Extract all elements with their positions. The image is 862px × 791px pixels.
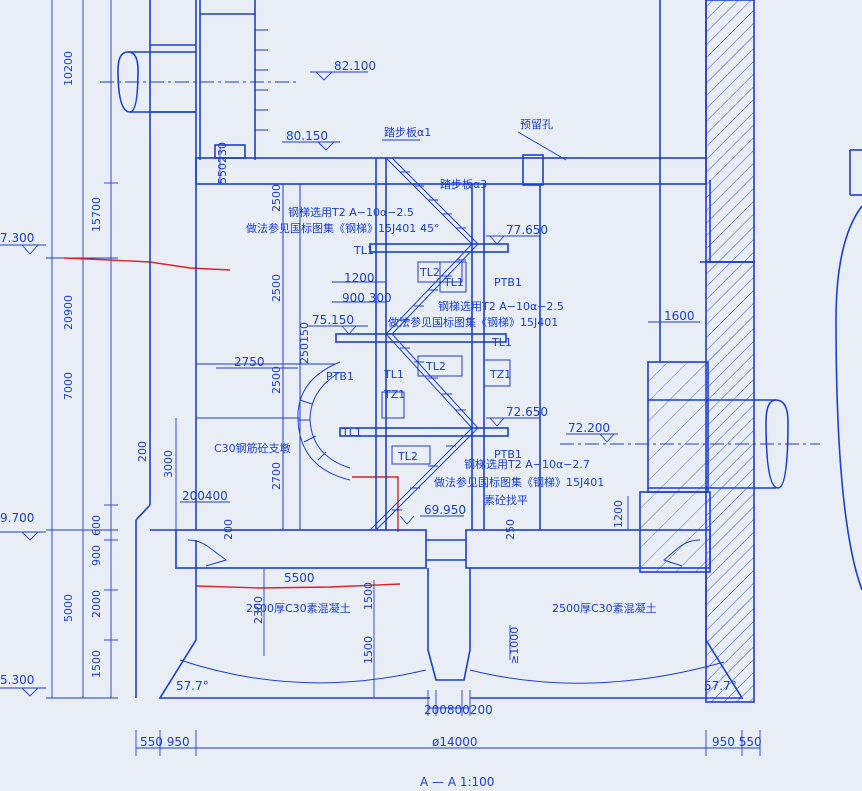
angle-45: 45°	[420, 222, 440, 235]
elev-72-200: 72.200	[568, 421, 610, 435]
dim-550-950-left: 550 950	[140, 735, 190, 749]
dim-phi14000: ø14000	[432, 735, 478, 749]
label-tl1-d: TL1	[383, 368, 404, 381]
note-ladder-3a: 钢梯选用T2 A−10α−2.7	[464, 458, 590, 471]
base-slab	[150, 529, 711, 569]
note-ladder-1a: 钢梯选用T2 A−10α−2.5	[288, 206, 414, 219]
label-c30-left: 2500厚C30素混凝土	[246, 601, 351, 615]
dim-200-800-200: 200800200	[424, 703, 493, 717]
label-tl1-e: TL1	[341, 426, 362, 439]
label-reserved-hole: 预留孔	[520, 118, 553, 131]
dim-15700: 15700	[90, 197, 103, 232]
dim-ge1000: ≥1000	[508, 627, 521, 664]
dim-1200-top: 1200	[344, 271, 375, 285]
right-hatched-wall	[639, 0, 755, 703]
angle-left: 57.7°	[176, 679, 209, 693]
left-dimension-chains	[0, 0, 118, 699]
level-label-left-mid: 9.700	[0, 511, 34, 525]
label-c30-pier: C30钢筋砼支墩	[214, 441, 291, 455]
label-step-plate-a1: 踏步板α1	[384, 125, 431, 139]
note-ladder-2a: 钢梯选用T2 A−10α−2.5	[438, 300, 564, 313]
label-ptb1-c: PTB1	[494, 448, 522, 461]
elev-72-650: 72.650	[506, 405, 548, 419]
level-label-left-bottom: 5.300	[0, 673, 34, 687]
leader-reserved-hole	[517, 131, 567, 161]
red-markup-3	[352, 476, 399, 532]
label-ptb1-b: PTB1	[326, 370, 354, 383]
dim-20900: 20900	[62, 295, 75, 330]
dim-250-150: 250150	[298, 322, 311, 364]
note-ladder-3b: 做法参见国标图集《钢梯》15J401	[434, 475, 604, 489]
dim-2750: 2750	[234, 355, 265, 369]
dim-1500-low: 1500	[362, 636, 375, 664]
label-ptb1-a: PTB1	[494, 276, 522, 289]
dim-200-left: 200	[136, 441, 149, 462]
dim-5500: 5500	[284, 571, 315, 585]
red-markup-2	[195, 583, 401, 589]
dim-200-slab: 200	[222, 519, 235, 540]
section-title: A — A 1:100	[420, 775, 494, 786]
dim-900: 900	[90, 545, 103, 566]
angle-right: 57.7°	[704, 679, 737, 693]
note-plain-concrete-level: 素砼找平	[484, 493, 528, 507]
dim-950-550-right: 950 550	[712, 735, 762, 749]
elev-80-150: 80.150	[286, 129, 328, 143]
dim-5000: 5000	[62, 594, 75, 622]
stair-shaft	[297, 157, 541, 531]
dim-3000: 3000	[162, 450, 175, 478]
dim-1500-mid: 1500	[362, 582, 375, 610]
level-label-left-top: 7.300	[0, 231, 34, 245]
dim-550-230: 550230	[216, 142, 229, 184]
dim-2000: 2000	[90, 590, 103, 618]
label-tz1-a: TZ1	[489, 368, 511, 381]
dim-1500-left: 1500	[90, 650, 103, 678]
dim-1600: 1600	[664, 309, 695, 323]
foundation	[158, 568, 744, 699]
dim-1200: 1200	[612, 500, 625, 528]
label-tl1-c: TL1	[491, 336, 512, 349]
note-ladder-1b: 做法参见国标图集《钢梯》15J401	[246, 221, 416, 235]
label-tl2-c: TL2	[397, 450, 418, 463]
label-c30-right: 2500厚C30素混凝土	[552, 601, 657, 615]
dim-200-400: 200400	[182, 489, 228, 503]
dim-2300: 2300	[252, 596, 265, 624]
dim-250-slab: 250	[504, 519, 517, 540]
dim-600: 600	[90, 515, 103, 536]
dim-900-300: 900 300	[342, 291, 392, 305]
label-tz1-b: TZ1	[383, 388, 405, 401]
dim-2500-b: 2500	[270, 274, 283, 302]
interior-dimensions	[175, 148, 700, 698]
elev-75-150: 75.150	[312, 313, 354, 327]
label-step-plate-a3: 踏步板α3	[440, 177, 487, 191]
far-right-edge	[835, 149, 862, 591]
dim-2500-c: 2500	[270, 366, 283, 394]
dim-2500-a: 2500	[270, 184, 283, 212]
note-ladder-2b: 做法参见国标图集《钢梯》15J401	[388, 315, 558, 329]
elev-77-650: 77.650	[506, 223, 548, 237]
label-tl1-a: TL1	[353, 244, 374, 257]
elev-82-100: 82.100	[334, 59, 376, 73]
label-tl2-a: TL2	[419, 266, 440, 279]
right-pipe	[560, 399, 820, 489]
label-tl1-b: TL1	[443, 276, 464, 289]
elevation-markers	[282, 71, 618, 525]
dim-7000: 7000	[62, 372, 75, 400]
dim-2700: 2700	[270, 462, 283, 490]
elev-69-950: 69.950	[424, 503, 466, 517]
dim-10200: 10200	[62, 51, 75, 86]
label-tl2-b: TL2	[425, 360, 446, 373]
bottom-dimensions	[135, 690, 761, 756]
